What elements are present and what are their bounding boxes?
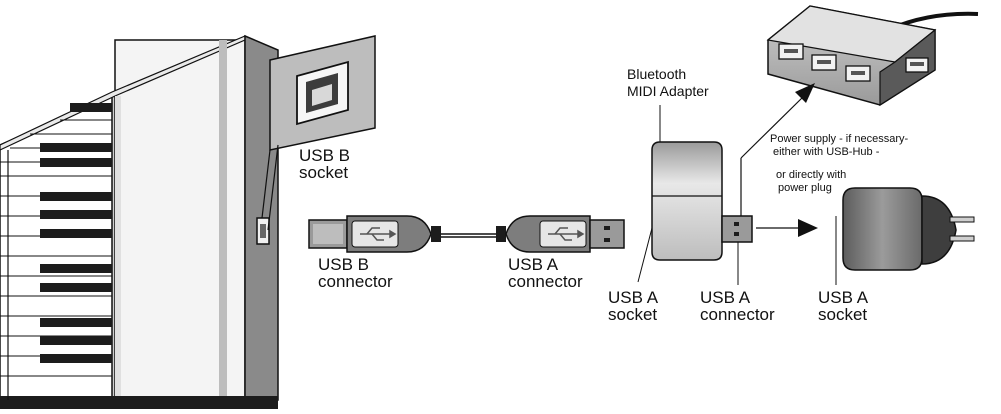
hub-port-slot xyxy=(910,62,924,66)
callout-leader xyxy=(261,149,271,219)
keyboard-device xyxy=(0,34,279,409)
usb-a-connector-cable-label: USB A connector xyxy=(508,256,583,290)
adapter-contact xyxy=(734,232,739,236)
adapter-socket-leader xyxy=(637,227,653,283)
plug-pin xyxy=(949,235,975,242)
power-supply-note-line1: Power supply - if necessary- xyxy=(770,133,909,145)
plug-body xyxy=(842,187,923,271)
usb-a-socket-adapter-label-line2: socket xyxy=(608,305,658,324)
hub-port-slot xyxy=(784,49,798,53)
black-key xyxy=(40,210,112,219)
bluetooth-adapter-label-line1: Bluetooth xyxy=(627,66,687,82)
usb-a-connector-adapter-label: USB A connector xyxy=(700,289,775,323)
usb-symbol-icon xyxy=(548,227,585,241)
usb-a-socket-plug-label-line2: socket xyxy=(818,305,868,324)
usb-a-socket-adapter-label-line1: USB A xyxy=(608,288,659,307)
black-key xyxy=(40,143,112,152)
power-supply-note: Power supply - if necessary- either with… xyxy=(770,133,908,158)
bluetooth-adapter-label: Bluetooth MIDI Adapter xyxy=(627,66,709,100)
usb-a-connector-cable-label-line2: connector xyxy=(508,272,583,291)
usb-b-socket-label-line2: socket xyxy=(299,163,349,182)
keyboard-usb-b-port-inner xyxy=(260,224,266,238)
bluetooth-midi-adapter xyxy=(637,105,753,285)
black-key xyxy=(40,264,112,273)
usb-b-socket-label-line1: USB B xyxy=(299,146,351,165)
adapter-contact xyxy=(734,222,739,226)
usb-a-socket-plug-label-line1: USB A xyxy=(818,288,869,307)
plug-pin xyxy=(949,216,975,223)
usb-a-connector-metal xyxy=(589,219,625,249)
black-key xyxy=(40,192,112,201)
usb-hub xyxy=(766,5,979,107)
keyboard-panel-edge xyxy=(115,96,121,400)
usb-a-contact xyxy=(604,226,610,230)
usb-b-connector-metal-inner xyxy=(313,224,343,244)
usb-b-connector-label-line1: USB B xyxy=(318,255,370,274)
hub-port-slot xyxy=(851,71,865,75)
usb-b-connector-label-line2: connector xyxy=(318,272,393,291)
usb-b-socket-tongue xyxy=(312,84,332,106)
black-key xyxy=(40,354,112,363)
power-plug-note-line2: power plug xyxy=(778,181,832,194)
power-plug xyxy=(835,187,975,285)
plug-head xyxy=(921,195,957,265)
keyboard-base xyxy=(0,396,278,409)
usb-a-connector-adapter-label-line1: USB A xyxy=(700,288,751,307)
power-plug-note: or directly with power plug xyxy=(776,169,846,194)
bluetooth-adapter-label-line2: MIDI Adapter xyxy=(627,82,709,99)
usb-b-connector-label: USB B connector xyxy=(318,256,393,290)
adapter-usb-a-plug xyxy=(721,215,753,243)
black-keys xyxy=(40,103,112,363)
usb-a-socket-adapter-label: USB A socket xyxy=(608,289,658,323)
usb-a-connector-adapter-label-line2: connector xyxy=(700,305,775,324)
usb-b-strain-relief xyxy=(431,226,441,242)
usb-a-contact xyxy=(604,238,610,242)
black-key xyxy=(40,158,112,167)
usb-symbol-icon xyxy=(360,227,397,241)
black-key xyxy=(70,103,112,112)
arrow-icon xyxy=(740,83,815,159)
usb-a-strain-relief xyxy=(496,226,506,242)
adapter-body xyxy=(651,141,723,261)
usb-b-socket-callout xyxy=(261,35,376,231)
black-key xyxy=(40,318,112,327)
black-key xyxy=(40,229,112,238)
usb-cable xyxy=(308,215,625,253)
keyboard-panel-stripe xyxy=(219,40,227,400)
usb-a-connector-cable-label-line1: USB A xyxy=(508,255,559,274)
power-plug-note-line1: or directly with xyxy=(776,169,847,181)
arrow-icon xyxy=(756,219,818,237)
black-key xyxy=(40,336,112,345)
callout-leader-2 xyxy=(267,144,279,231)
black-key xyxy=(40,283,112,292)
power-supply-note-line2: either with USB-Hub - xyxy=(773,145,880,158)
hub-port-slot xyxy=(817,60,831,64)
usb-a-socket-plug-label: USB A socket xyxy=(818,289,868,323)
usb-b-socket-label: USB B socket xyxy=(299,147,350,181)
